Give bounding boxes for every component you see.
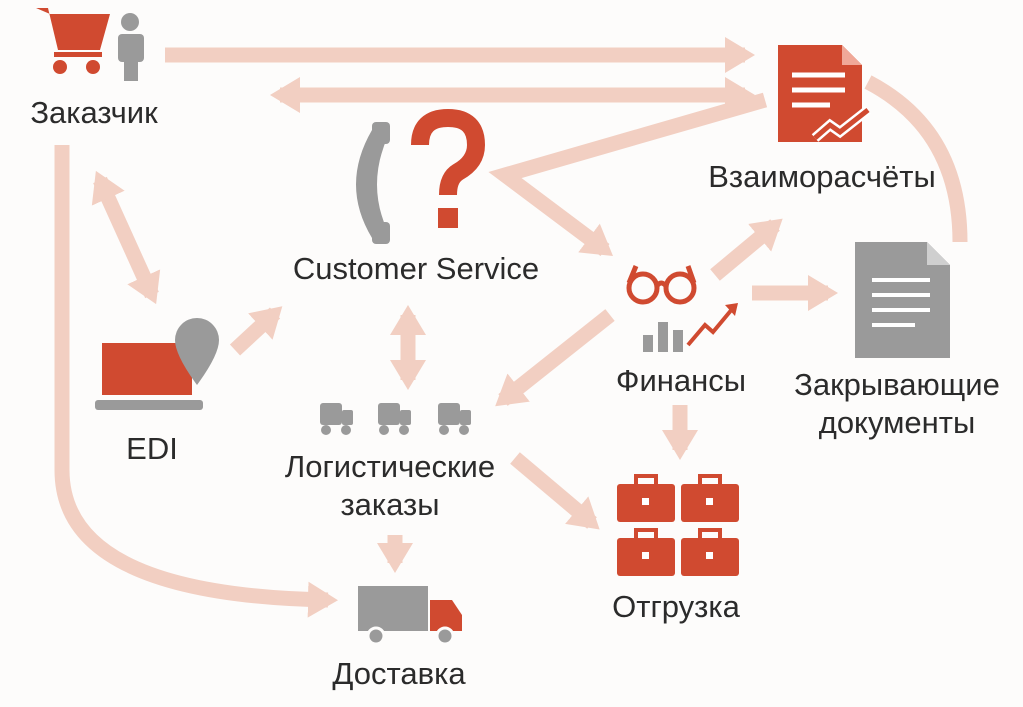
finance-label: Финансы [615, 363, 747, 398]
suitcase-icon [617, 474, 739, 576]
arrow-logistics-to-shipment [510, 452, 600, 530]
arrow-edi-to-customer-service [229, 306, 283, 356]
arrow-customer-to-delivery [54, 145, 338, 618]
glasses-icon [626, 265, 697, 305]
edi-label: EDI [126, 431, 178, 466]
growth-chart-icon [643, 303, 738, 352]
signed-document-icon [778, 45, 872, 142]
logistics-label-line2: заказы [340, 487, 440, 522]
arrow-finance-to-logistics [495, 309, 615, 407]
closing-docs-label-line2: документы [818, 405, 976, 440]
truck-icon [438, 403, 471, 435]
document-icon [855, 242, 950, 358]
phone-icon [356, 122, 390, 244]
arrow-finance-to-settlements [710, 218, 783, 281]
arrow-customer-edi-bidirectional [91, 170, 161, 305]
laptop-icon [95, 343, 203, 410]
shipment-label: Отгрузка [612, 589, 740, 624]
closing-docs-label-line1: Закрывающие [794, 367, 1000, 402]
delivery-truck-icon [358, 586, 462, 646]
customer-label: Заказчик [30, 95, 158, 130]
customer-service-label: Customer Service [292, 251, 540, 286]
shopping-cart-icon [36, 8, 110, 74]
delivery-label: Доставка [332, 656, 466, 691]
logistics-label-line1: Логистические [284, 449, 496, 484]
truck-icon [378, 403, 411, 435]
arrow-settlements-to-finance [488, 92, 768, 256]
location-pin-icon [175, 318, 219, 385]
settlements-label: Взаиморасчёты [708, 159, 936, 194]
person-icon [118, 13, 144, 81]
question-mark-icon [411, 108, 486, 228]
truck-icon [320, 403, 353, 435]
connector-settlements-closing-docs [864, 75, 968, 243]
